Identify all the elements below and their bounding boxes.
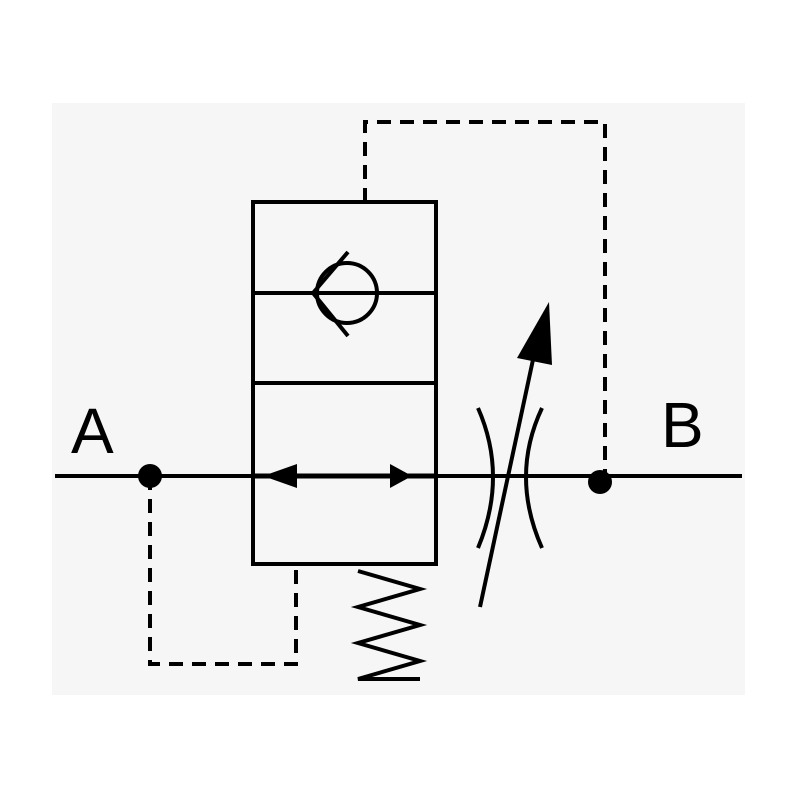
spring-symbol — [350, 562, 436, 681]
adjustable-throttle-symbol — [476, 354, 544, 608]
flow-arrow-left — [263, 464, 297, 488]
check-valve-symbol — [253, 250, 436, 338]
flow-arrow-right — [390, 464, 412, 488]
port-label-a: A — [71, 395, 114, 467]
junction-dot-b — [588, 470, 612, 494]
pilot-line-b — [363, 120, 607, 476]
junction-dot-a — [138, 464, 162, 488]
adjust-arrow-head — [517, 302, 552, 365]
pilot-line-a — [148, 476, 298, 666]
port-label-b: B — [661, 389, 704, 461]
